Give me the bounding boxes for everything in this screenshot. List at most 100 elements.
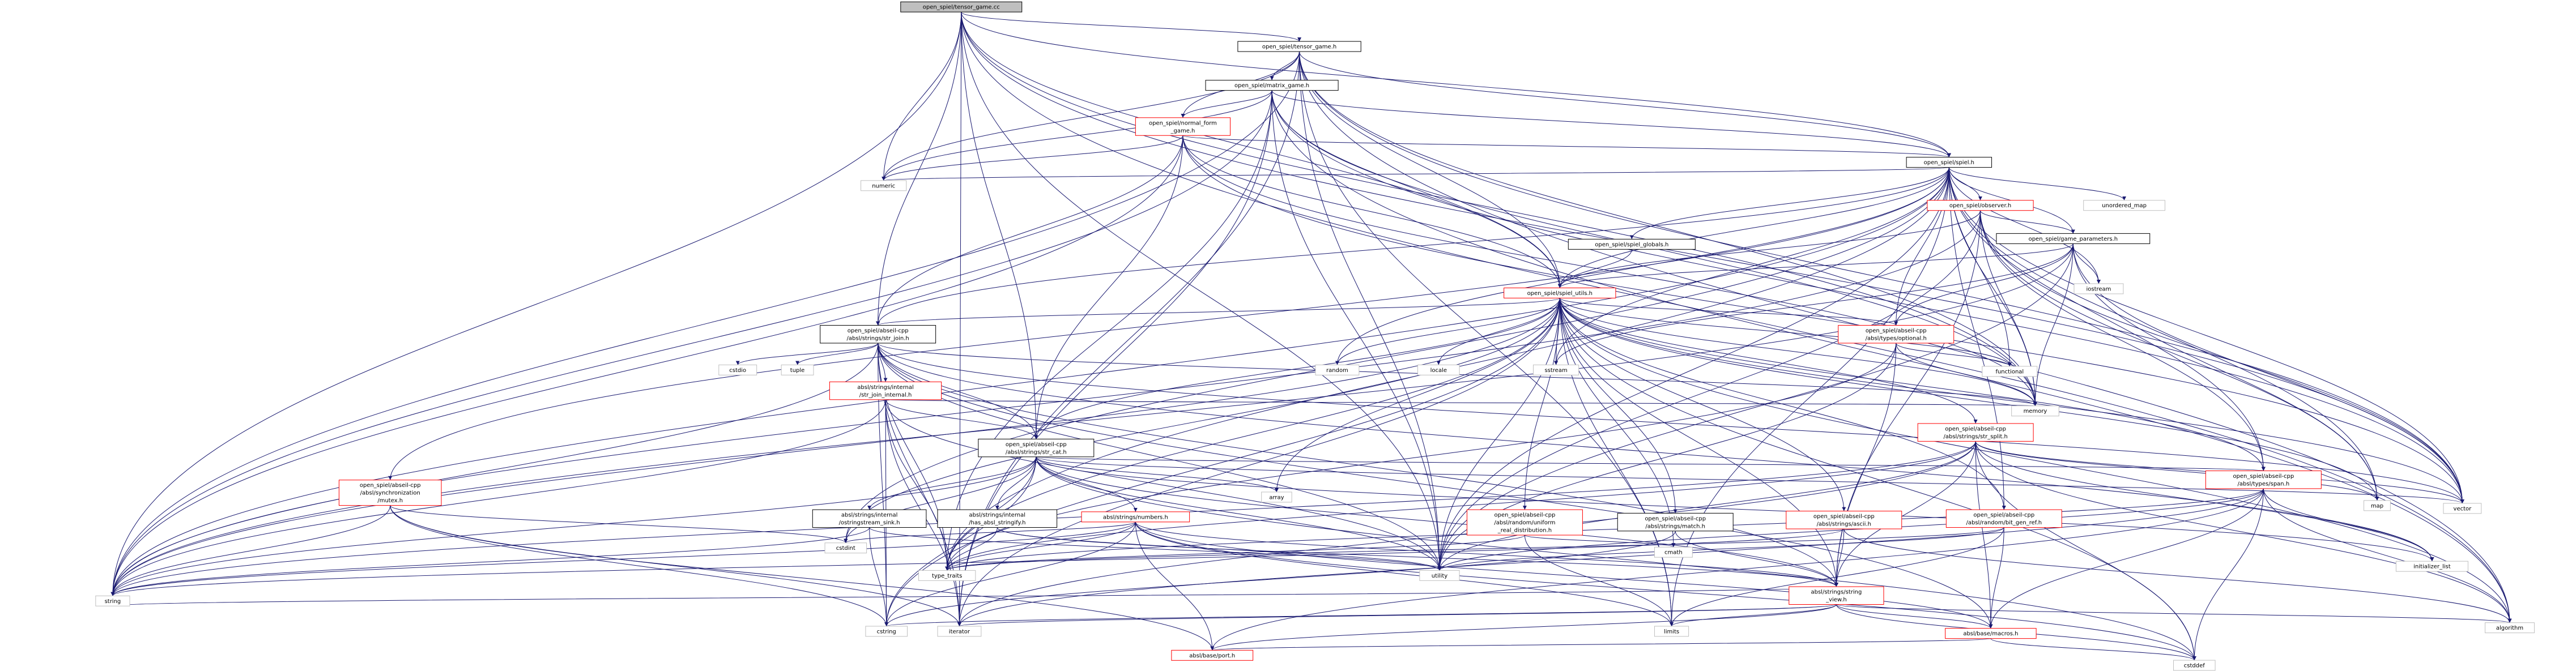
node-box <box>1081 511 1190 523</box>
node-ostringstream-sink-h[interactable]: absl/strings/internal/ostringstream_sink… <box>812 509 927 528</box>
node-str-split-h[interactable]: open_spiel/abseil-cpp/absl/strings/str_s… <box>1917 423 2034 442</box>
node-cmath[interactable]: cmath <box>1654 546 1693 558</box>
node-initializer-list[interactable]: initializer_list <box>2395 561 2468 572</box>
node-utility[interactable]: utility <box>1419 570 1460 581</box>
dependency-edge <box>2263 488 2512 623</box>
node-label: /absl/types/span.h <box>2238 481 2290 487</box>
node-label: open_spiel/abseil-cpp <box>848 328 909 334</box>
node-label: _real_distribution.h <box>1497 528 1552 534</box>
node-macros-h[interactable]: absl/base/macros.h <box>1945 628 2037 639</box>
node-normal-form-game-h[interactable]: open_spiel/normal_form_game.h <box>1135 117 1231 136</box>
node-label: _view.h <box>1825 597 1847 603</box>
dependency-edge <box>1036 456 2265 471</box>
node-memory[interactable]: memory <box>2011 405 2059 417</box>
dependency-edge <box>1980 210 2266 471</box>
node-label: cstring <box>877 629 896 635</box>
node-string-view-h[interactable]: absl/strings/string_view.h <box>1789 586 1884 605</box>
node-observer-h[interactable]: open_spiel/observer.h <box>1927 200 2034 211</box>
node-mutex-h[interactable]: open_spiel/abseil-cpp/absl/synchronizati… <box>338 480 442 506</box>
node-optional-h[interactable]: open_spiel/abseil-cpp/absl/types/optiona… <box>1838 325 1955 344</box>
node-span-h[interactable]: open_spiel/abseil-cpp/absl/types/span.h <box>2205 471 2322 489</box>
dependency-edge <box>110 12 962 596</box>
dependency-edge <box>1436 298 1560 365</box>
dependency-edge <box>878 343 2434 562</box>
dependency-edge <box>957 604 1837 627</box>
dependency-edge <box>884 522 1136 626</box>
node-unordered-map[interactable]: unordered_map <box>2083 200 2165 211</box>
node-cstring[interactable]: cstring <box>865 626 908 637</box>
node-numbers-h[interactable]: absl/strings/numbers.h <box>1081 511 1190 523</box>
node-sstream[interactable]: sstream <box>1532 364 1579 375</box>
node-tuple[interactable]: tuple <box>781 364 814 375</box>
dependency-edge <box>1437 167 1949 571</box>
node-spiel-utils-h[interactable]: open_spiel/spiel_utils.h <box>1504 287 1616 298</box>
dependency-edge <box>1559 298 1978 424</box>
node-box <box>2205 471 2322 489</box>
dependency-edge <box>876 297 1560 326</box>
dependency-edge <box>1182 135 1951 158</box>
node-iostream[interactable]: iostream <box>2073 283 2124 294</box>
dependency-edge <box>1894 167 1949 326</box>
node-cstdio[interactable]: cstdio <box>718 364 757 375</box>
node-label: vector <box>2454 506 2472 512</box>
node-bit-gen-ref-h[interactable]: open_spiel/abseil-cpp/absl/random/bit_ge… <box>1945 509 2062 528</box>
node-cstddef[interactable]: cstddef <box>2173 660 2216 671</box>
dependency-edge <box>945 527 998 571</box>
dependency-edge <box>884 531 1676 626</box>
node-label: open_spiel/normal_form <box>1149 120 1217 126</box>
dependency-edge <box>1034 135 1183 439</box>
dependency-edge <box>390 505 848 544</box>
node-matrix-game-h[interactable]: open_spiel/matrix_game.h <box>1205 80 1339 91</box>
node-has-absl-stringify-h[interactable]: absl/strings/internal/has_absl_stringify… <box>937 509 1058 528</box>
node-numeric[interactable]: numeric <box>861 180 907 191</box>
node-map[interactable]: map <box>2364 500 2391 511</box>
node-string[interactable]: string <box>95 595 130 606</box>
node-spiel-h[interactable]: open_spiel/spiel.h <box>1906 157 1992 168</box>
node-ascii-h[interactable]: open_spiel/abseil-cpp/absl/strings/ascii… <box>1786 511 1902 529</box>
node-random[interactable]: random <box>1315 364 1360 375</box>
dependency-edge <box>885 399 949 571</box>
node-uniform-real-distribution-h[interactable]: open_spiel/abseil-cpp/absl/random/unifor… <box>1466 509 1583 536</box>
node-label: open_spiel/abseil-cpp <box>360 482 421 489</box>
dependency-edge <box>1437 527 2004 571</box>
node-tensor-game-h[interactable]: open_spiel/tensor_game.h <box>1237 41 1361 52</box>
node-array[interactable]: array <box>1261 492 1292 503</box>
node-type-traits[interactable]: type_traits <box>918 570 976 581</box>
dependency-edge <box>1135 522 1993 629</box>
dependency-edge <box>2072 243 2464 503</box>
node-limits[interactable]: limits <box>1654 626 1689 637</box>
dependency-edge <box>882 135 1183 181</box>
node-label: /absl/random/uniform <box>1494 520 1555 526</box>
node-str-cat-h[interactable]: open_spiel/abseil-cpp/absl/strings/str_c… <box>978 438 1095 458</box>
node-match-h[interactable]: open_spiel/abseil-cpp/absl/strings/match… <box>1617 512 1734 532</box>
node-functional[interactable]: functional <box>1982 366 2038 377</box>
node-algorithm[interactable]: algorithm <box>2485 622 2535 634</box>
dependency-edge <box>1557 210 1981 288</box>
node-tensor-game-cc[interactable]: open_spiel/tensor_game.cc <box>900 1 1023 12</box>
dependency-edge <box>1559 297 1898 326</box>
dependency-edge <box>997 527 1442 571</box>
node-port-h[interactable]: absl/base/port.h <box>1171 649 1254 661</box>
dependency-edge <box>2072 243 2101 284</box>
dependency-edge <box>885 399 1038 439</box>
dependency-edge <box>1559 298 2196 661</box>
node-box <box>2364 500 2391 511</box>
node-cstdint[interactable]: cstdint <box>824 542 867 554</box>
dependency-edge <box>1135 522 1838 587</box>
node-str-join-h[interactable]: open_spiel/abseil-cpp/absl/strings/str_j… <box>820 325 936 344</box>
node-vector[interactable]: vector <box>2443 503 2482 514</box>
node-box <box>1945 628 2037 639</box>
dependency-edge <box>110 243 2073 596</box>
node-iterator[interactable]: iterator <box>937 626 982 637</box>
node-label: absl/strings/numbers.h <box>1103 514 1168 520</box>
dependency-edge <box>844 522 1136 544</box>
dependency-edge <box>878 343 2464 503</box>
dependency-edge <box>1557 249 1632 288</box>
node-label: /has_absl_stringify.h <box>969 520 1025 526</box>
node-label: random <box>1326 367 1348 374</box>
node-locale[interactable]: locale <box>1417 364 1460 375</box>
node-str-join-internal-h[interactable]: absl/strings/internal/str_join_internal.… <box>829 381 942 400</box>
node-game-parameters-h[interactable]: open_spiel/game_parameters.h <box>1996 233 2151 244</box>
node-label: locale <box>1430 367 1447 374</box>
node-spiel-globals-h[interactable]: open_spiel/spiel_globals.h <box>1568 238 1696 250</box>
